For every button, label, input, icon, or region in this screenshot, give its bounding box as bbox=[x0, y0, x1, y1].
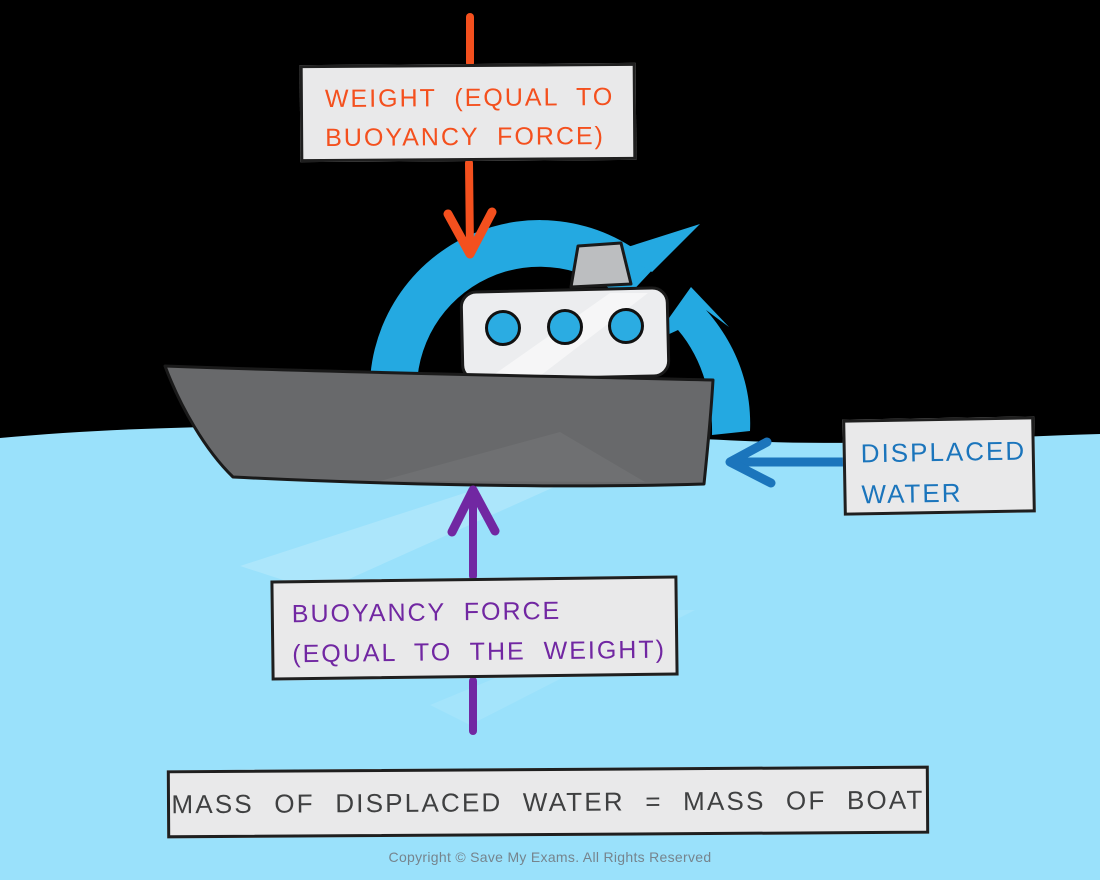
weight-label-line1: WEIGHT (EQUAL TO bbox=[324, 82, 615, 113]
weight-arrow-shaft-bottom bbox=[465, 159, 474, 254]
displaced-arrow-left-icon bbox=[725, 437, 850, 488]
buoyancy-label-box: BUOYANCY FORCE (EQUAL TO THE WEIGHT) bbox=[270, 575, 679, 681]
weight-arrow-head bbox=[443, 207, 497, 259]
displaced-water-label-box: DISPLACED WATER bbox=[842, 416, 1036, 516]
water-reflection-streak bbox=[240, 462, 610, 592]
porthole-3 bbox=[608, 308, 644, 344]
displaced-label-line1: DISPLACED bbox=[860, 435, 1027, 469]
buoyancy-arrow-up-icon bbox=[447, 485, 500, 735]
displaced-label-line2: WATER bbox=[861, 477, 963, 510]
displaced-arrow-head bbox=[725, 437, 776, 488]
copyright-text: Copyright © Save My Exams. All Rights Re… bbox=[388, 849, 712, 865]
buoyancy-label-line2: (EQUAL TO THE WEIGHT) bbox=[292, 635, 667, 669]
rotation-swirl-arrowhead-arc bbox=[652, 287, 751, 435]
porthole-1 bbox=[485, 310, 521, 346]
weight-arrow-down-icon bbox=[443, 13, 497, 259]
boat-funnel bbox=[569, 241, 633, 289]
porthole-2 bbox=[547, 309, 583, 345]
boat-hull bbox=[163, 364, 715, 488]
equation-box: MASS OF DISPLACED WATER = MASS OF BOAT bbox=[166, 765, 930, 839]
weight-label-box: WEIGHT (EQUAL TO BUOYANCY FORCE) bbox=[299, 62, 637, 163]
boat bbox=[163, 241, 715, 488]
weight-label-line2: BUOYANCY FORCE) bbox=[325, 122, 606, 152]
hull-highlight-streak bbox=[380, 432, 645, 482]
rotation-swirl-tail bbox=[615, 224, 700, 272]
buoyancy-label-line1: BUOYANCY FORCE bbox=[291, 596, 562, 629]
equation-text: MASS OF DISPLACED WATER = MASS OF BOAT bbox=[171, 784, 925, 819]
